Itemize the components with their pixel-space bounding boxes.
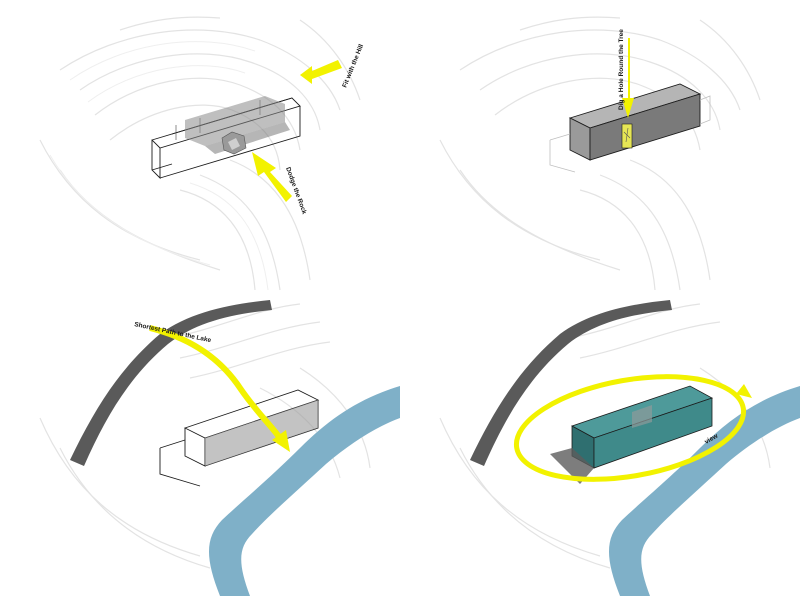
view-orbit-arrow: [513, 374, 752, 482]
terrain-contours: [439, 16, 761, 291]
terrain-contours-light: [49, 41, 269, 291]
panel-fit-hill-dodge-rock: Fit with the Hill Dodge the Rock: [0, 0, 400, 298]
rock-icon: [221, 131, 247, 155]
lake: [208, 386, 400, 596]
arrow-dodge-rock: [252, 152, 292, 202]
panel-shortest-path-lake: Shortest Path to the Lake: [0, 298, 400, 596]
arrow-path-to-lake: [149, 325, 290, 452]
panel-dig-hole-tree: Dig a Hole Round the Tree: [400, 0, 800, 298]
terrain-contours: [39, 16, 361, 291]
road: [470, 300, 672, 466]
building-solid: [568, 83, 702, 161]
arrow-fit-hill: [300, 60, 342, 84]
panel-view: view: [400, 298, 800, 596]
building-teal: [550, 385, 713, 484]
label-dig-hole: Dig a Hole Round the Tree: [618, 29, 625, 110]
label-dodge-rock: Dodge the Rock: [284, 166, 308, 215]
building-wing-outline: [549, 95, 711, 173]
tree-hole-icon: [621, 123, 633, 149]
building-mass: [205, 400, 318, 466]
arrow-dig-tree: [622, 38, 634, 118]
lake: [608, 386, 800, 596]
building-mass: [185, 96, 285, 146]
